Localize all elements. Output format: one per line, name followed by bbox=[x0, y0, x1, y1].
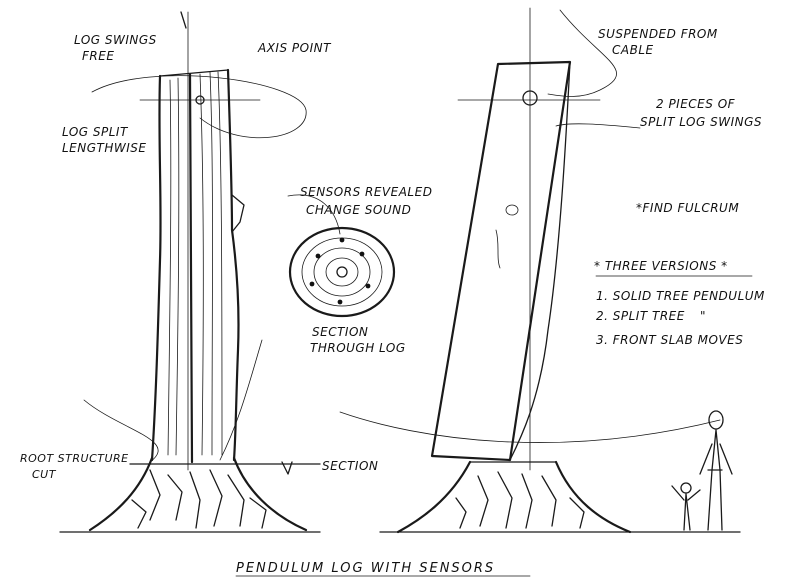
section-label: SECTION bbox=[322, 459, 378, 473]
left-grain-4 bbox=[209, 71, 213, 456]
left-trunk-outline-right bbox=[226, 68, 240, 462]
sensors-label-2: CHANGE SOUND bbox=[306, 203, 411, 217]
section-through-label-2: THROUGH LOG bbox=[310, 341, 406, 355]
sensors-label: SENSORS REVEALED bbox=[300, 185, 432, 199]
cable-leader bbox=[547, 9, 617, 97]
right-swing-slab bbox=[430, 60, 572, 462]
left-grain-1 bbox=[167, 79, 172, 456]
sensor-dots bbox=[309, 237, 371, 305]
left-axis-point bbox=[195, 95, 205, 105]
adult-head bbox=[708, 410, 724, 430]
left-trunk-outline-left bbox=[150, 74, 162, 462]
left-root-flare-right bbox=[232, 456, 308, 532]
right-root-5 bbox=[455, 497, 467, 529]
section-leader bbox=[219, 339, 263, 461]
pieces-leader bbox=[555, 123, 641, 129]
left-root-7 bbox=[249, 497, 267, 529]
sensor-dot bbox=[339, 237, 345, 243]
axis-point-label: AXIS POINT bbox=[257, 41, 332, 55]
right-root-4 bbox=[541, 475, 557, 527]
child-head bbox=[680, 482, 692, 494]
suspended-label-2: CABLE bbox=[612, 43, 654, 57]
sensor-dot bbox=[309, 281, 315, 287]
pieces-label: 2 PIECES OF bbox=[656, 97, 736, 111]
sensor-dot bbox=[365, 283, 371, 289]
versions-title: * THREE VERSIONS * bbox=[594, 259, 728, 273]
root-structure-label: ROOT STRUCTURE bbox=[20, 452, 129, 465]
section-outer-ring bbox=[288, 226, 396, 318]
left-annotations: LOG SWINGS FREE AXIS POINT LOG SPLIT LEN… bbox=[20, 33, 378, 481]
section-through-label: SECTION bbox=[312, 325, 368, 339]
root-leader-loop bbox=[83, 399, 159, 463]
root-structure-label-2: CUT bbox=[32, 468, 57, 481]
right-root-flare-right bbox=[554, 460, 632, 534]
knot-mark bbox=[505, 204, 519, 216]
left-axis-tick bbox=[180, 11, 187, 29]
sensors-leader bbox=[287, 194, 341, 235]
left-root-flare-left bbox=[88, 456, 154, 532]
sensor-dot bbox=[337, 299, 343, 305]
left-grain-5 bbox=[217, 71, 223, 456]
left-grain-3 bbox=[199, 73, 204, 456]
left-root-6 bbox=[131, 499, 147, 529]
section-core bbox=[336, 266, 348, 278]
sensor-dot bbox=[359, 251, 365, 257]
right-root-2 bbox=[497, 471, 513, 529]
drawing-title: PENDULUM LOG WITH SENSORS bbox=[236, 561, 495, 576]
left-split-line bbox=[188, 72, 194, 464]
scale-figures bbox=[671, 410, 733, 531]
grain-mark bbox=[495, 229, 501, 269]
log-section-drawing bbox=[287, 194, 396, 318]
left-root-1 bbox=[149, 469, 161, 521]
left-branch-stub bbox=[231, 194, 245, 233]
right-pivot-circle bbox=[522, 90, 538, 106]
left-root-5 bbox=[227, 474, 245, 527]
left-grain-2 bbox=[175, 77, 180, 456]
version-3-label: 3. FRONT SLAB MOVES bbox=[596, 333, 743, 347]
section-ring-4 bbox=[325, 257, 359, 287]
pieces-label-2: SPLIT LOG SWINGS bbox=[640, 115, 762, 129]
left-root-4 bbox=[209, 469, 223, 527]
section-ring-3 bbox=[313, 247, 371, 297]
right-root-6 bbox=[569, 497, 585, 529]
left-root-3 bbox=[189, 471, 201, 529]
version-1-label: 1. SOLID TREE PENDULUM bbox=[596, 289, 765, 303]
version-2-ditto: " bbox=[700, 309, 706, 323]
child-body bbox=[671, 485, 701, 531]
log-swings-free-label: LOG SWINGS bbox=[74, 33, 157, 47]
right-root-flare-left bbox=[396, 460, 472, 534]
suspended-label: SUSPENDED FROM bbox=[598, 27, 718, 41]
log-swings-free-label-2: FREE bbox=[82, 49, 114, 63]
left-tree-drawing bbox=[59, 11, 321, 533]
swing-arc bbox=[339, 411, 721, 443]
right-slab-edge bbox=[509, 61, 571, 461]
axis-leader-loop bbox=[91, 75, 307, 139]
center-annotations: SENSORS REVEALED CHANGE SOUND SECTION TH… bbox=[300, 185, 432, 355]
sensor-dot bbox=[315, 253, 321, 259]
section-arrow bbox=[281, 461, 293, 475]
left-root-2 bbox=[167, 474, 183, 521]
title-block: PENDULUM LOG WITH SENSORS bbox=[235, 561, 531, 577]
version-2-label: 2. SPLIT TREE bbox=[596, 309, 685, 323]
right-root-3 bbox=[521, 473, 533, 529]
left-trunk-top bbox=[159, 69, 229, 77]
right-root-1 bbox=[477, 475, 489, 527]
log-split-label: LOG SPLIT bbox=[62, 125, 129, 139]
right-annotations: SUSPENDED FROM CABLE 2 PIECES OF SPLIT L… bbox=[594, 27, 765, 347]
fulcrum-label: *FIND FULCRUM bbox=[636, 201, 739, 215]
log-split-label-2: LENGTHWISE bbox=[62, 141, 147, 155]
adult-body bbox=[699, 429, 733, 531]
right-tree-drawing bbox=[339, 7, 741, 534]
